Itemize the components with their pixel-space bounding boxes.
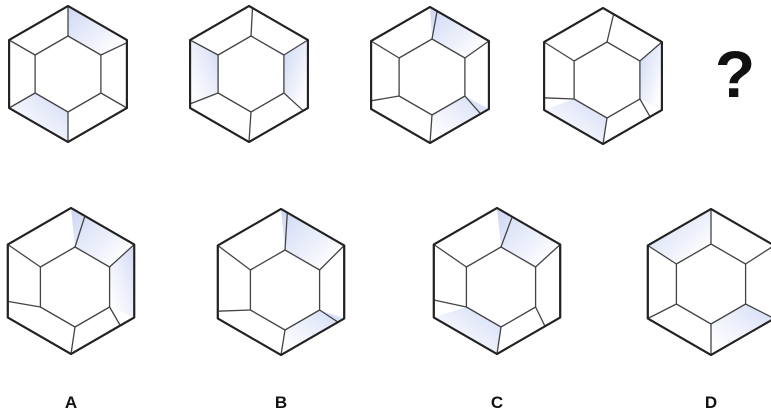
spoke-line	[8, 92, 36, 109]
spoke-line	[108, 243, 135, 268]
spoke-line	[250, 7, 254, 37]
shaded-face	[109, 244, 135, 318]
shaded-face	[647, 209, 711, 264]
hexagon-border	[189, 5, 309, 143]
shaded-face	[283, 40, 308, 108]
shaded-face	[433, 307, 501, 354]
shaded-face	[281, 310, 345, 355]
spoke-line	[189, 92, 219, 105]
spoke-line	[534, 306, 546, 327]
question-mark: ?	[715, 37, 755, 111]
option-label-a[interactable]: A	[65, 393, 77, 412]
hexagon-border	[216, 208, 346, 356]
shaded-face	[190, 40, 219, 108]
spoke-line	[500, 216, 513, 248]
spoke-line	[248, 111, 252, 143]
option-figure-d[interactable]	[646, 208, 771, 356]
hexagon-border	[6, 207, 136, 355]
hexagon-border	[8, 5, 128, 143]
spoke-line	[429, 114, 433, 144]
spoke-line	[464, 95, 482, 115]
sequence-figure-2	[189, 5, 309, 143]
hexagon-border	[646, 208, 771, 356]
shaded-face	[281, 209, 345, 270]
option-figure-a[interactable]	[6, 207, 136, 355]
spoke-line	[464, 40, 490, 59]
shaded-face	[430, 7, 489, 58]
spoke-line	[318, 309, 339, 323]
spoke-line	[647, 303, 678, 320]
spoke-line	[431, 10, 438, 40]
sequence-row	[8, 5, 663, 145]
spoke-line	[433, 243, 468, 268]
spoke-line	[534, 243, 561, 268]
spoke-line	[606, 13, 615, 43]
spoke-line	[318, 244, 345, 271]
spoke-line	[370, 95, 400, 102]
option-figure-c[interactable]	[432, 207, 562, 355]
spoke-line	[284, 212, 288, 251]
option-label-d[interactable]: D	[705, 393, 717, 412]
spoke-line	[100, 42, 128, 56]
spoke-line	[639, 41, 663, 62]
shaded-face	[71, 208, 135, 267]
spoke-line	[370, 40, 400, 59]
shaded-face	[497, 208, 561, 267]
sequence-figure-3	[370, 6, 490, 144]
spoke-line	[744, 246, 771, 265]
options-row	[6, 207, 771, 356]
spoke-line	[744, 303, 771, 318]
option-figure-b[interactable]	[216, 208, 346, 356]
shaded-face	[9, 93, 69, 142]
option-label-b[interactable]: B	[275, 393, 287, 412]
spoke-line	[217, 244, 252, 271]
spoke-line	[217, 309, 252, 312]
spoke-line	[7, 243, 42, 268]
shaded-face	[711, 304, 771, 355]
hexagon-border	[432, 207, 562, 355]
shaded-face	[639, 42, 662, 110]
spoke-line	[100, 92, 128, 109]
sequence-figure-4	[543, 7, 663, 145]
spoke-line	[189, 39, 219, 56]
shaded-face	[68, 6, 127, 55]
spoke-line	[543, 41, 575, 62]
spoke-line	[602, 117, 608, 145]
spoke-line	[8, 39, 36, 56]
spoke-line	[647, 244, 678, 265]
spoke-line	[280, 329, 286, 356]
spoke-line	[108, 306, 121, 327]
spoke-line	[433, 299, 468, 308]
sequence-figure-1	[8, 5, 128, 143]
hexagon-border	[543, 7, 663, 145]
spoke-line	[283, 92, 304, 112]
spoke-line	[496, 326, 502, 355]
spoke-line	[639, 98, 651, 118]
spoke-line	[283, 39, 309, 56]
spoke-line	[543, 97, 575, 100]
spoke-line	[74, 215, 86, 248]
shaded-face	[544, 99, 607, 144]
spoke-line	[70, 326, 76, 355]
option-label-c[interactable]: C	[491, 393, 503, 412]
spoke-line	[7, 300, 42, 308]
hexagon-border	[370, 6, 490, 144]
